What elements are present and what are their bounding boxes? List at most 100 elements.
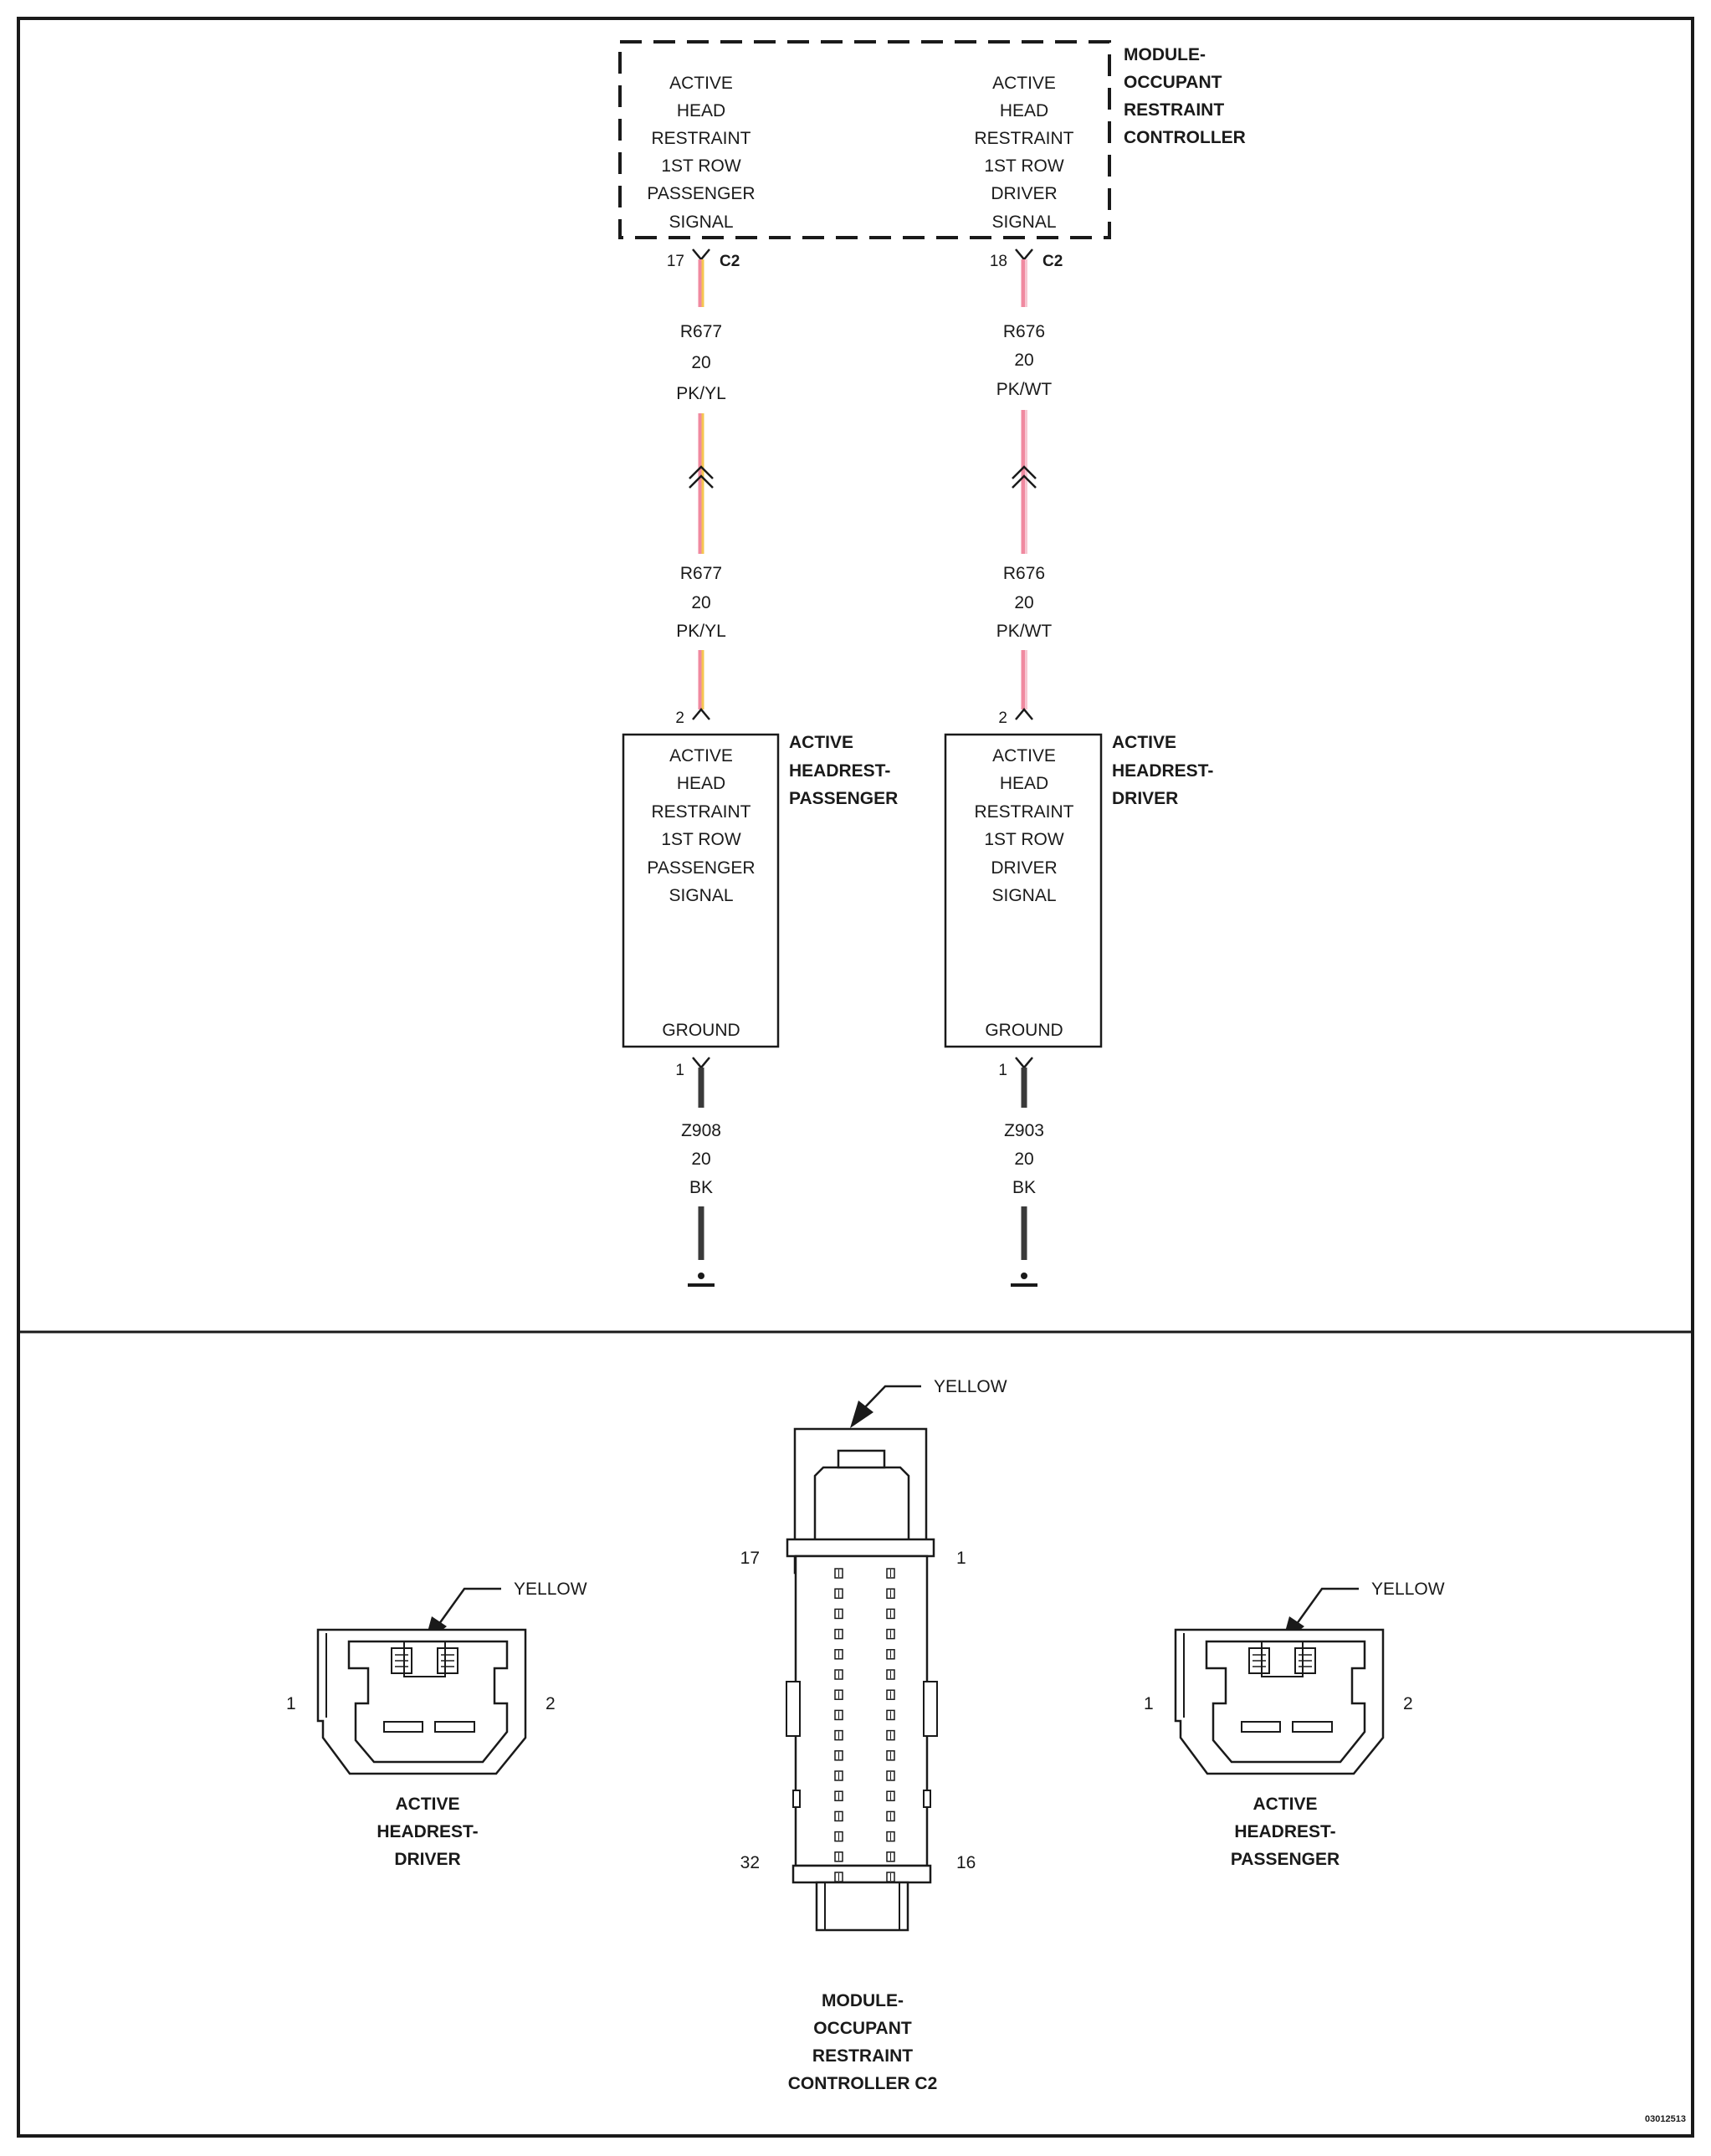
connector-flange-top <box>786 1538 935 1558</box>
terminal-cavity <box>1294 1647 1316 1674</box>
component-label-line: PASSENGER <box>647 858 755 878</box>
component-label-line: HEAD <box>1000 774 1048 793</box>
terminal-cavity <box>834 1872 843 1882</box>
terminal-cavity <box>886 1810 895 1822</box>
outer-frame <box>17 17 1694 2138</box>
connector-id: C2 <box>1042 253 1063 270</box>
connector-name-line: HEADREST- <box>1234 1822 1335 1841</box>
terminal-slot <box>434 1721 475 1733</box>
driver-signal-circuit: 18 C2 R676 20 PK/WT R676 20 PK/WT 2 <box>990 248 1063 727</box>
component-label-line: RESTRAINT <box>974 802 1073 822</box>
ground-icon <box>1011 1273 1037 1287</box>
component-box <box>944 733 1103 1048</box>
signal-label-line: SIGNAL <box>991 213 1056 232</box>
module-title-line: MODULE- <box>1124 45 1206 64</box>
module-driver-signal-label: ACTIVE HEAD RESTRAINT 1ST ROW DRIVER SIG… <box>974 74 1073 232</box>
component-title-line: HEADREST- <box>789 761 890 781</box>
connector-name-line: OCCUPANT <box>813 2019 912 2038</box>
connector-pin-label: 1 <box>286 1694 296 1713</box>
terminal-cavity <box>886 1689 895 1700</box>
wire-gauge: 20 <box>691 593 710 612</box>
connector-view-headrest-passenger: YELLOW 1 2 ACTIVE HEADREST- PASSENGER <box>1144 1580 1445 1869</box>
connector-name-line: CONTROLLER C2 <box>788 2074 938 2093</box>
pin-number: 2 <box>675 709 684 727</box>
callout-leader <box>435 1587 501 1628</box>
terminal-slot <box>1292 1721 1333 1733</box>
connector-body-outline <box>1174 1628 1385 1775</box>
wire-gauge: 20 <box>1014 593 1033 612</box>
component-label-line: SIGNAL <box>669 886 733 905</box>
terminal-cavity <box>834 1709 843 1721</box>
module-title: MODULE- OCCUPANT RESTRAINT CONTROLLER <box>1124 45 1246 147</box>
terminal-cavity <box>886 1770 895 1781</box>
component-title-line: ACTIVE <box>1112 733 1176 752</box>
signal-label-line: RESTRAINT <box>651 129 750 148</box>
terminal-cavity <box>886 1872 895 1882</box>
connector-body-outline <box>316 1628 527 1775</box>
callout-arrowhead <box>850 1401 873 1428</box>
terminal-slot <box>383 1721 423 1733</box>
connector-pin-label: 1 <box>1144 1694 1154 1713</box>
terminal-cavity <box>834 1851 843 1862</box>
module-title-line: RESTRAINT <box>1124 100 1224 120</box>
active-headrest-driver-component: ACTIVE HEAD RESTRAINT 1ST ROW DRIVER SIG… <box>944 733 1213 1048</box>
figure-id: 03012513 <box>1645 2114 1686 2124</box>
connector-id: C2 <box>720 253 740 270</box>
wire-circuit-id: Z903 <box>1004 1121 1044 1140</box>
terminal-cavity <box>886 1790 895 1801</box>
connector-name-line: HEADREST- <box>377 1822 478 1841</box>
signal-label-line: RESTRAINT <box>974 129 1073 148</box>
signal-label-line: HEAD <box>677 101 725 120</box>
wire-gauge: 20 <box>1014 1150 1033 1169</box>
component-label-line: 1ST ROW <box>661 830 740 849</box>
module-passenger-signal-label: ACTIVE HEAD RESTRAINT 1ST ROW PASSENGER … <box>647 74 755 232</box>
wire-color-code: PK/WT <box>996 380 1053 399</box>
terminal-cavity <box>886 1588 895 1599</box>
connector-inner-profile <box>1205 1640 1366 1764</box>
terminal-cavity <box>886 1851 895 1862</box>
connector-name-line: PASSENGER <box>1231 1850 1340 1869</box>
signal-label-line: DRIVER <box>991 184 1057 203</box>
component-box <box>622 733 780 1048</box>
terminal-cavity <box>886 1669 895 1680</box>
connector-side-latch <box>786 1681 801 1737</box>
terminal-cavity <box>1248 1647 1270 1674</box>
connector-color-label: YELLOW <box>934 1377 1007 1396</box>
terminal-cavity <box>834 1729 843 1741</box>
component-label-line: SIGNAL <box>991 886 1056 905</box>
terminal-cavity <box>886 1709 895 1721</box>
callout-leader <box>1293 1587 1359 1628</box>
terminal-cavity <box>834 1770 843 1781</box>
wire-circuit-id: R676 <box>1003 564 1045 583</box>
pin-number: 2 <box>998 709 1007 727</box>
module-occupant-restraint-controller-box <box>618 40 1111 239</box>
signal-label-line: 1ST ROW <box>661 156 740 176</box>
component-label-line: HEAD <box>677 774 725 793</box>
signal-label-line: SIGNAL <box>669 213 733 232</box>
connector-name-line: MODULE- <box>822 1991 904 2010</box>
wire-gauge: 20 <box>691 353 710 372</box>
connector-name-line: DRIVER <box>394 1850 460 1869</box>
connector-cavity-grid <box>834 1568 895 1882</box>
signal-label-line: 1ST ROW <box>984 156 1063 176</box>
terminal-cavity <box>834 1790 843 1801</box>
connector-pin-label: 32 <box>740 1853 760 1872</box>
pin-fork-symbol <box>1015 1057 1033 1069</box>
terminal-cavity <box>834 1608 843 1620</box>
pin-number: 1 <box>998 1062 1007 1079</box>
component-title-line: DRIVER <box>1112 789 1178 808</box>
wire-gauge: 20 <box>691 1150 710 1169</box>
connector-name-line: RESTRAINT <box>812 2046 913 2066</box>
terminal-cavity <box>834 1810 843 1822</box>
pin-fork-symbol <box>692 1057 710 1069</box>
component-title-line: PASSENGER <box>789 789 898 808</box>
terminal-cavity <box>834 1568 843 1579</box>
connector-cap <box>813 1466 910 1539</box>
terminal-cavity <box>886 1729 895 1741</box>
signal-label-line: HEAD <box>1000 101 1048 120</box>
terminal-cavity <box>834 1588 843 1599</box>
component-title-line: ACTIVE <box>789 733 853 752</box>
terminal-cavity <box>886 1831 895 1842</box>
component-label-line: 1ST ROW <box>984 830 1063 849</box>
